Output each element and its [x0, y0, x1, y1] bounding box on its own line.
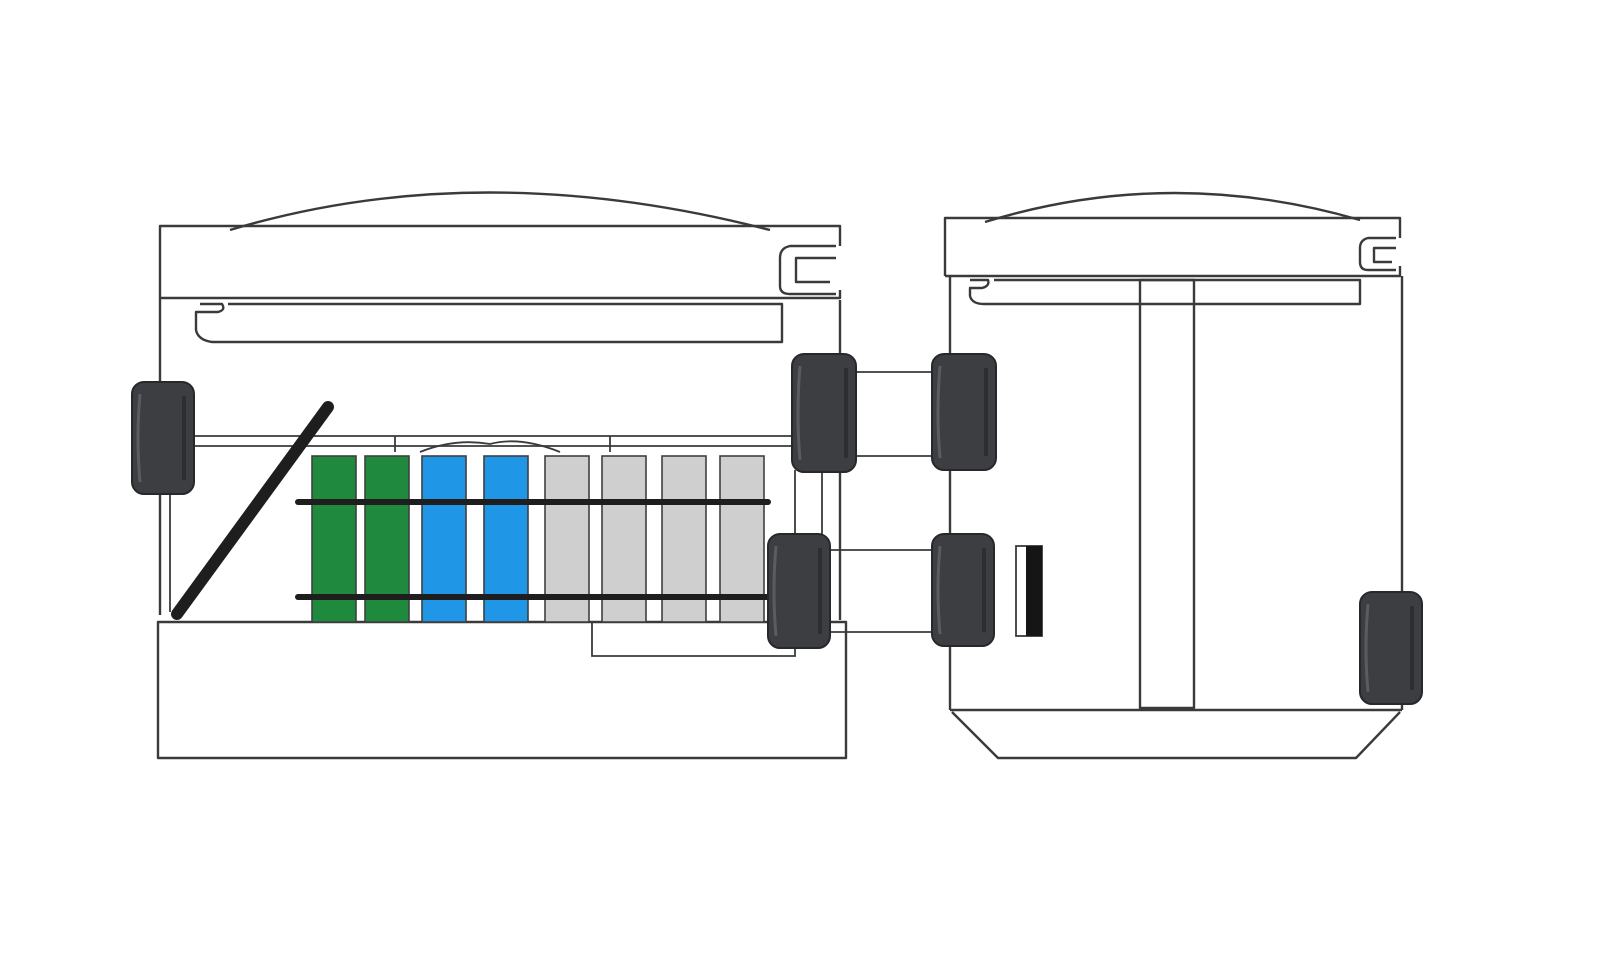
- left-tray-top-curve: [419, 440, 561, 453]
- connector-upper-bars: [855, 371, 935, 457]
- right-lid: [943, 216, 1402, 278]
- left-inner-shelf: [194, 302, 784, 344]
- roller-highlight: [1364, 603, 1370, 693]
- roller-highlight: [936, 545, 942, 635]
- left-lid-dome: [229, 191, 771, 232]
- end-cap-band: [1026, 546, 1042, 636]
- right-upper-left-roller: [931, 353, 997, 471]
- left-posts: [169, 470, 823, 612]
- right-base: [951, 711, 1401, 760]
- left-lower-right-roller: [767, 533, 831, 649]
- right-center-column: [1138, 278, 1196, 710]
- roller-highlight: [936, 365, 942, 459]
- diagonal-blade: [171, 401, 334, 620]
- right-housing: [948, 276, 1404, 712]
- roller-body: [1359, 591, 1423, 705]
- connector: [830, 371, 1043, 637]
- left-upper-rod: [195, 435, 795, 452]
- roller-highlight: [772, 545, 778, 637]
- right-lower-left-roller: [931, 533, 995, 647]
- tray-rails: [295, 499, 771, 600]
- right-unit: [943, 191, 1404, 760]
- left-side-roller: [131, 381, 195, 495]
- connector-lower-bars: [830, 549, 935, 633]
- left-lid: [158, 224, 842, 300]
- roller-body: [131, 381, 195, 495]
- roller-highlight: [796, 365, 802, 461]
- roller-body: [791, 353, 857, 473]
- roller-highlight: [136, 393, 142, 483]
- roller-body: [767, 533, 831, 649]
- right-lid-dome: [984, 191, 1361, 224]
- roller-body: [931, 353, 997, 471]
- roller-body: [931, 533, 995, 647]
- left-upper-right-roller: [791, 353, 857, 473]
- left-base: [156, 620, 848, 760]
- right-bottom-roller: [1359, 591, 1423, 705]
- roller-group: [131, 353, 1423, 705]
- right-lid-clip: [1358, 236, 1396, 272]
- left-lid-clip: [778, 244, 836, 296]
- right-inner-shelf: [968, 278, 1362, 306]
